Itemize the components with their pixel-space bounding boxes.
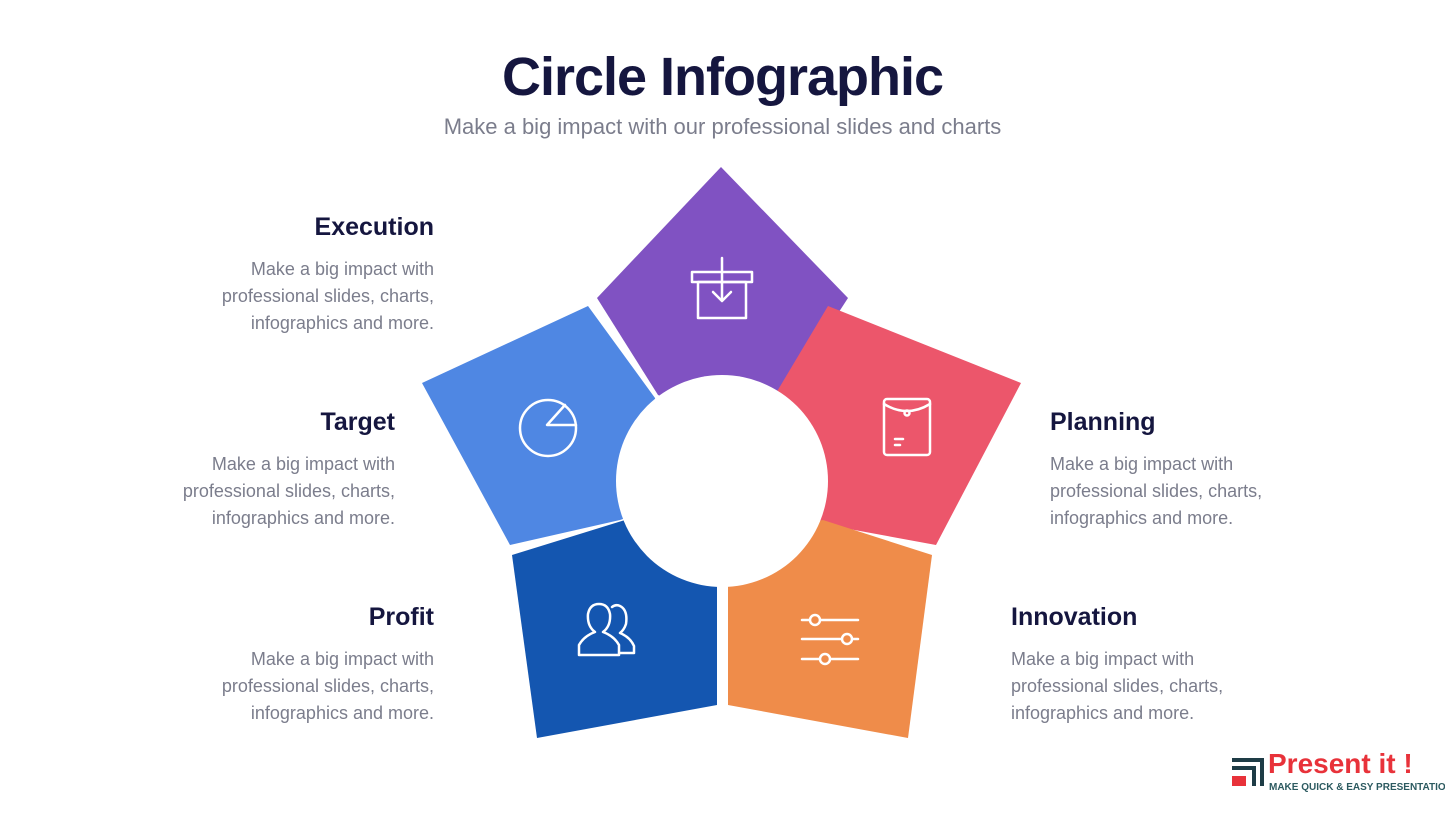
planning-title: Planning (1050, 408, 1156, 436)
innovation-block: Innovation Make a big impact with profes… (1011, 603, 1311, 727)
execution-block: Execution Make a big impact with profess… (134, 213, 434, 337)
profit-text: Make a big impact with professional slid… (221, 649, 434, 723)
profit-title: Profit (368, 603, 434, 631)
center-circle (616, 375, 828, 587)
target-text: Make a big impact with professional slid… (182, 454, 395, 528)
page-title: Circle Infographic (501, 47, 944, 107)
box-download-icon (690, 256, 754, 320)
logo-mark-icon (1232, 758, 1264, 786)
sliders-icon (800, 613, 860, 666)
target-block: Target Make a big impact with profession… (95, 408, 395, 532)
segment-profit (512, 520, 717, 738)
pie-chart-icon (518, 398, 578, 458)
logo-name: Present it ! (1268, 748, 1413, 779)
innovation-title: Innovation (1011, 603, 1138, 631)
page-subtitle: Make a big impact with our professional … (443, 114, 1002, 139)
planning-text: Make a big impact with professional slid… (1050, 454, 1263, 528)
users-icon (577, 602, 636, 657)
target-title: Target (320, 408, 395, 436)
innovation-text: Make a big impact with professional slid… (1011, 649, 1224, 723)
segment-innovation (728, 520, 932, 738)
execution-title: Execution (314, 213, 434, 241)
planning-block: Planning Make a big impact with professi… (1050, 408, 1350, 532)
profit-block: Profit Make a big impact with profession… (134, 603, 434, 727)
logo-tagline: MAKE QUICK & EASY PRESENTATIONS (1269, 782, 1445, 793)
envelope-icon (882, 397, 932, 457)
execution-text: Make a big impact with professional slid… (221, 259, 434, 333)
present-it-logo: Present it ! MAKE QUICK & EASY PRESENTAT… (1230, 748, 1445, 797)
